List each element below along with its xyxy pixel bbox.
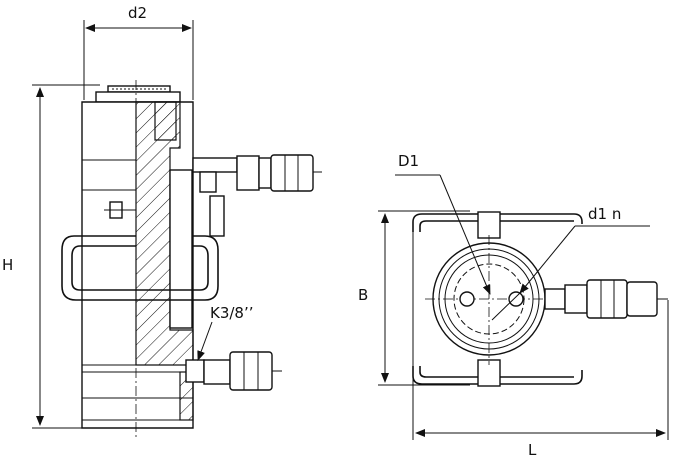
bottom-handle-inner xyxy=(419,366,574,378)
top-bracket xyxy=(477,211,501,239)
upper-coupler-ring xyxy=(258,157,272,189)
d1n-leader-diagonal xyxy=(519,225,576,294)
carry-handle-outer xyxy=(61,235,219,301)
lower-coupler-nut xyxy=(203,359,231,385)
oil-chamber xyxy=(169,169,193,329)
d1-leader-diagonal xyxy=(439,174,491,295)
top-view-coupler-sleeve xyxy=(626,281,658,317)
top-view-port-adapter xyxy=(544,288,566,310)
upper-coupler-body xyxy=(270,154,314,192)
d1n-radial-line xyxy=(491,292,521,321)
top-view-coupler-nut xyxy=(564,284,588,314)
top-view: B L D1 d1 n xyxy=(358,152,669,459)
mounting-hole-left xyxy=(459,291,475,307)
lower-coupler-body xyxy=(229,351,273,391)
seal-section xyxy=(154,101,177,141)
top-view-coupler-body xyxy=(586,279,628,319)
ram-collar xyxy=(95,91,181,103)
k-leader-line xyxy=(197,321,213,361)
mounting-hole-right xyxy=(508,291,524,307)
b-label: B xyxy=(358,286,368,304)
top-handle-inner xyxy=(419,220,574,232)
upper-port-elbow xyxy=(192,157,238,173)
d1n-label: d1 n xyxy=(588,205,621,223)
lower-port-adapter xyxy=(185,359,205,383)
upper-coupler-nut xyxy=(236,155,260,191)
l-label: L xyxy=(528,441,537,459)
d1-label: D1 xyxy=(398,152,419,170)
h-label: H xyxy=(2,256,13,274)
upper-port-valve xyxy=(209,195,225,237)
bottom-bracket xyxy=(477,359,501,387)
carry-handle-inner xyxy=(71,245,209,291)
upper-port-drop xyxy=(199,171,217,193)
k-label: K3/8’’ xyxy=(210,304,254,322)
side-view: d2 H xyxy=(2,4,322,440)
d2-label: d2 xyxy=(128,4,147,22)
